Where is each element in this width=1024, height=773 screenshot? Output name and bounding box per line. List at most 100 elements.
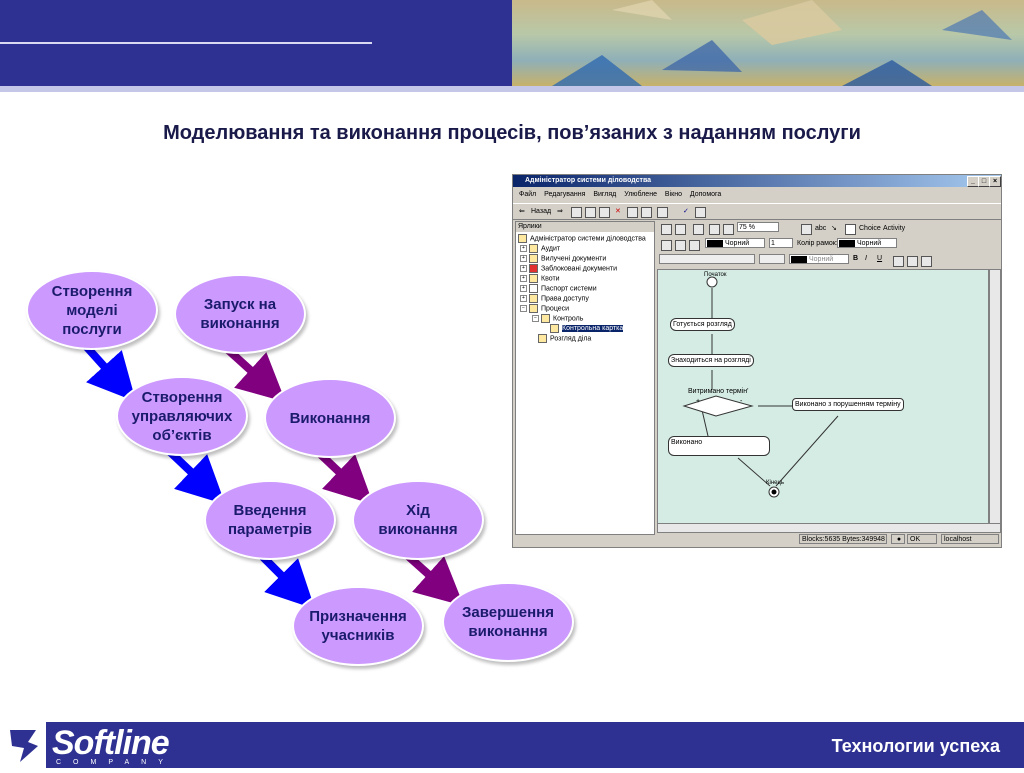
view-icon[interactable] [599, 207, 610, 218]
connector-icon[interactable]: ↘ [831, 225, 837, 232]
tree-item-access-rights[interactable]: + Права доступу [520, 294, 589, 303]
expand-icon[interactable]: + [520, 265, 527, 272]
header-image [512, 0, 1024, 86]
paste-icon[interactable] [723, 224, 734, 235]
open-icon[interactable] [675, 224, 686, 235]
tree-label: Квоти [541, 275, 560, 283]
close-button[interactable]: × [989, 176, 1001, 187]
node-create-control-objects: Створення управляючих об’єктів [116, 376, 248, 456]
blocked-icon [529, 264, 538, 273]
slide-title: Моделювання та виконання процесів, пов’я… [163, 122, 861, 144]
properties-icon[interactable] [641, 207, 652, 218]
tree-item-quotas[interactable]: + Квоти [520, 274, 560, 283]
align-right-icon[interactable] [689, 240, 700, 251]
expand-icon[interactable]: + [520, 275, 527, 282]
diagram-canvas[interactable]: Початок Готується розгляд Знаходиться на… [657, 269, 989, 525]
arrow-5 [315, 449, 374, 505]
menu-view[interactable]: Вигляд [593, 191, 617, 198]
state-under-review[interactable]: Знаходиться на розгляді [668, 354, 754, 367]
disk-icon[interactable] [695, 207, 706, 218]
bold-button[interactable]: B [853, 255, 859, 262]
color-swatch [791, 255, 807, 263]
expand-icon[interactable]: + [520, 255, 527, 262]
align-center-icon[interactable] [907, 256, 918, 267]
shape-icon[interactable] [845, 224, 856, 235]
softline-logo-mark [0, 722, 46, 768]
zoom-select[interactable]: 75 % [737, 222, 779, 232]
activity-tool[interactable]: Activity [883, 225, 906, 232]
fill-color-select[interactable]: Чорний [705, 238, 765, 248]
tree-item-processes[interactable]: −Процеси [520, 304, 569, 313]
color-swatch [839, 239, 855, 247]
header-rule [0, 42, 372, 44]
back-arrow-icon[interactable]: ⇐ [519, 208, 525, 215]
node-create-service-model: Створення моделі послуги [26, 270, 158, 350]
tree-item-case-review[interactable]: Розгляд діла [538, 334, 591, 343]
check-icon[interactable]: ✓ [683, 208, 689, 215]
tree-label: Права доступу [541, 295, 589, 303]
status-ok: OK [907, 534, 937, 544]
expand-icon[interactable]: + [520, 245, 527, 252]
menu-help[interactable]: Допомога [689, 191, 722, 198]
menu-file[interactable]: Файл [519, 191, 537, 198]
tree-item-control-card[interactable]: Контрольна картка [550, 324, 624, 333]
menu-edit[interactable]: Редагування [544, 191, 586, 198]
tree-item-passport[interactable]: +Паспорт системи [520, 284, 597, 293]
vertical-scrollbar[interactable] [989, 269, 1001, 525]
document-icon [529, 254, 538, 263]
align-left-icon[interactable] [661, 240, 672, 251]
border-color-value: Чорний [857, 240, 882, 247]
expand-icon[interactable]: + [520, 285, 527, 292]
underline-button[interactable]: U [877, 255, 883, 262]
folder-icon[interactable] [571, 207, 582, 218]
save-icon[interactable] [661, 224, 672, 235]
end-label: Кінець [766, 480, 785, 486]
tree-item-audit[interactable]: +Аудит [520, 244, 560, 253]
tree-item-removed-docs[interactable]: +Вилучені документи [520, 254, 606, 263]
italic-button[interactable]: I [865, 255, 867, 262]
text-tool[interactable]: abc [815, 225, 827, 232]
state-done[interactable]: Виконано [668, 436, 770, 456]
node-execution: Виконання [264, 378, 396, 458]
font-size-select[interactable] [759, 254, 785, 264]
menu-window[interactable]: Вікно [664, 191, 682, 198]
pointer-icon[interactable] [801, 224, 812, 235]
status-host: localhost [941, 534, 999, 544]
forward-arrow-icon[interactable]: ⇒ [557, 208, 563, 215]
decision-minus: - [740, 398, 743, 405]
node-execution-complete: Завершення виконання [442, 582, 574, 662]
delete-icon[interactable]: ✕ [615, 208, 621, 215]
font-select[interactable] [659, 254, 755, 264]
horizontal-scrollbar[interactable] [657, 523, 1001, 533]
save-icon[interactable] [627, 207, 638, 218]
tree-item-blocked-docs[interactable]: +Заблоковані документи [520, 264, 617, 273]
expand-icon[interactable]: + [520, 295, 527, 302]
arrow-2 [165, 447, 226, 505]
line-width-select[interactable]: 1 [769, 238, 793, 248]
choice-tool[interactable]: Choice [859, 225, 881, 232]
align-center-icon[interactable] [675, 240, 686, 251]
traffic-light-icon: ● [891, 534, 905, 544]
collapse-icon[interactable]: − [520, 305, 527, 312]
tree-item-control[interactable]: −Контроль [532, 314, 583, 323]
copy-icon[interactable] [585, 207, 596, 218]
print-icon[interactable] [693, 224, 704, 235]
document-icon[interactable] [657, 207, 668, 218]
menu-favorites[interactable]: Улюблене [624, 191, 657, 198]
text-color-select[interactable]: Чорний [789, 254, 849, 264]
collapse-icon[interactable]: − [532, 315, 539, 322]
tree-item-root[interactable]: Адміністратор системи діловодства [518, 234, 646, 243]
menu-bar: Файл Редагування Вигляд Улюблене Вікно Д… [513, 188, 1001, 201]
state-done-late[interactable]: Виконано з порушенням терміну [792, 398, 904, 411]
footer-slogan: Технологии успеха [831, 736, 1000, 756]
tree-label: Контрольна картка [562, 325, 624, 333]
back-button[interactable]: Назад [531, 208, 552, 215]
state-preparing[interactable]: Готується розгляд [670, 318, 735, 331]
cut-icon[interactable] [709, 224, 720, 235]
node-assign-participants: Призначення учасників [292, 586, 424, 666]
node-enter-parameters: Введення параметрів [204, 480, 336, 560]
align-left-icon[interactable] [893, 256, 904, 267]
align-right-icon[interactable] [921, 256, 932, 267]
border-color-select[interactable]: Чорний [837, 238, 897, 248]
status-bar: Blocks:5635 Bytes:349948 ● OK localhost [513, 533, 1001, 546]
